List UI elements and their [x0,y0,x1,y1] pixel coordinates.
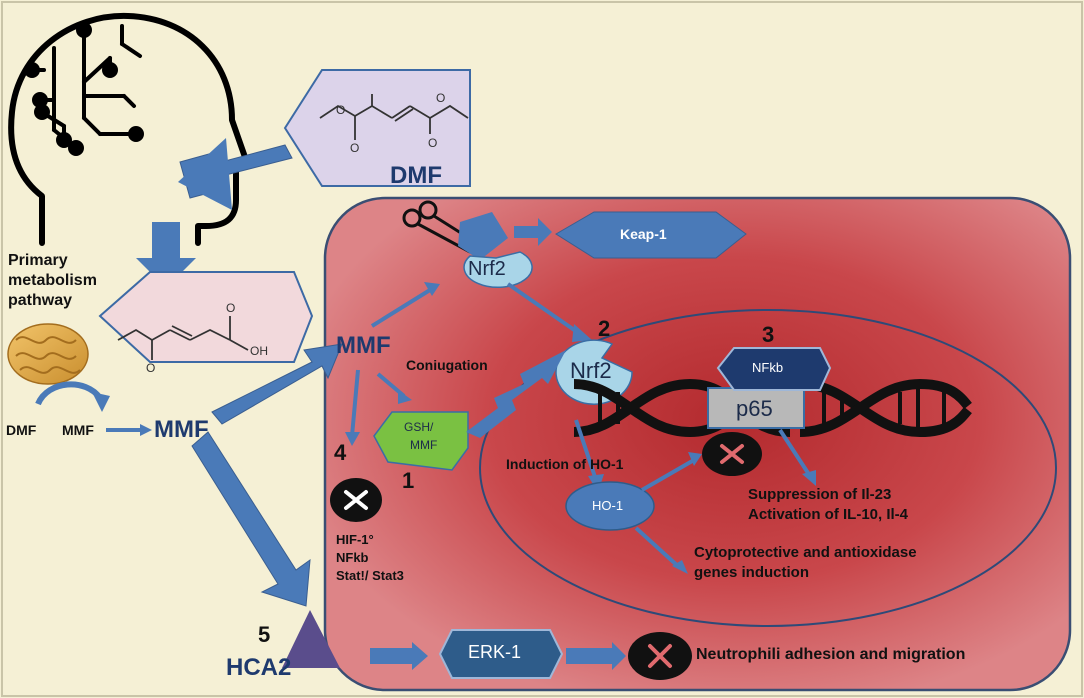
nrf2-top-label: Nrf2 [468,258,506,280]
block-x-icon [702,432,762,476]
arrow-dmf-to-head-head [178,138,232,210]
svg-text:O: O [350,141,359,155]
erk1-label: ERK-1 [468,642,522,662]
mmf-left-label: MMF [154,416,209,443]
mmf-small-label: MMF [62,422,94,438]
nfkb-box-label: NFkb [752,360,784,375]
cell-body [323,196,1072,692]
primary-label: Primary [8,252,68,269]
p65-label: p65 [736,396,773,421]
mmf-center-label: MMF [336,332,391,359]
arrow-mmf-to-cell [211,343,343,425]
arrow-ho1-to-cytoprotective [634,526,682,570]
arrow-ho1-to-cytoprotective-head [672,560,688,574]
arrow-mmf-to-nrf2-head [424,282,440,296]
svg-text:O: O [226,301,235,315]
suppression-label: Suppression of Il-23 [748,486,892,503]
neutrophili-label: Neutrophili adhesion and migration [696,646,966,663]
step-1: 1 [402,468,415,493]
dmf-small-label: DMF [6,422,37,438]
block-x-icon-4 [330,478,382,522]
arrow-nrf2-to-nucleus-head [572,324,592,342]
arrow-mmf-to-block4-head [345,432,360,446]
erk1-box [438,629,564,679]
arrow-dmf-to-mmf-small-head [92,392,110,412]
dmf-title: DMF [390,162,442,189]
stat-label: Stat!/ Stat3 [336,568,404,583]
activation-label: Activation of IL-10, Il-4 [748,506,909,523]
nrf2-top-shape [463,251,533,288]
arrow-p65-to-suppression [778,428,812,478]
arrow-mmf-to-block4 [350,369,360,437]
coniugation-label: Coniugation [406,357,488,373]
dmf-molecule: O O O O [283,69,471,187]
svg-text:O: O [146,361,155,375]
arrow-to-mmf-head [140,424,152,436]
genes-induction-label: genes induction [694,564,810,581]
mmf-molecule: O O OH [98,271,314,375]
arrow-erk-to-block [566,642,626,670]
arrow-mmf-to-nrf2 [370,288,432,328]
block-x-icon-neutrophili [628,632,692,680]
pathway-label: pathway [8,292,73,309]
svg-text:O: O [336,103,345,117]
nfkb-box [716,347,832,391]
intestine-icon [7,323,89,385]
hif-label: HIF-1° [336,532,374,547]
nucleus-outline [479,309,1057,627]
cytoprotective-label: Cytoprotective and antioxidase [694,544,917,561]
mmf-gsh-label: MMF [410,438,438,452]
keap1-label: Keap-1 [620,226,667,242]
step-4: 4 [334,440,347,465]
hca2-label: HCA2 [226,654,292,681]
step-3: 3 [762,322,775,347]
gsh-label: GSH/ [404,420,434,434]
arrow-ho1-to-block [641,458,695,492]
step-5: 5 [258,622,271,647]
svg-text:O: O [428,136,437,150]
ho1-label: HO-1 [592,498,624,513]
nfkb-list-label: NFkb [336,550,369,565]
arrow-p65-to-suppression-head [802,470,816,486]
ho1-ellipse [565,481,655,531]
svg-text:OH: OH [250,344,268,358]
p65-box [707,387,805,429]
arrow-induction [574,419,598,481]
keap-diamond [458,212,508,260]
svg-text:O: O [436,91,445,105]
brain-circuit-head-icon [8,12,249,246]
arrow-mmf-to-hca2 [191,431,311,607]
nrf2-mid-label: Nrf2 [570,358,612,383]
arrow-ho1-to-block-head [688,452,702,466]
gsh-mmf-box [373,411,469,471]
arrow-nrf2-to-nucleus [506,282,582,336]
hca2-receptor [282,610,340,668]
arrow-hca2-to-erk [370,642,428,670]
arrow-dmf-to-mmf-small [35,381,103,406]
induction-label: Induction of HO-1 [506,456,624,472]
keap1-box [555,211,747,259]
zigzag-arrow [466,350,566,438]
metabolism-label: metabolism [8,272,97,289]
arrow-coniugation-head [398,390,412,404]
arrow-to-keap1 [514,218,552,246]
step-2: 2 [598,316,611,341]
